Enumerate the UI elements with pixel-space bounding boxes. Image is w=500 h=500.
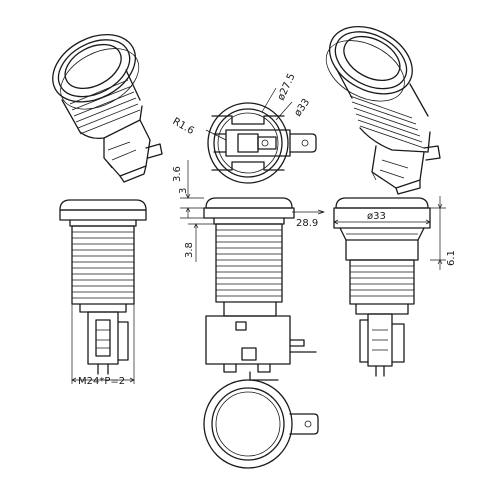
perspective-view-right bbox=[325, 25, 441, 195]
dimension-lines bbox=[71, 160, 446, 384]
side-view-center bbox=[203, 197, 317, 381]
label-height-3-8: 3.8 bbox=[184, 242, 195, 258]
label-diameter-33-side: ø33 bbox=[367, 211, 386, 222]
side-view-right bbox=[333, 197, 431, 377]
label-width-28-9: 28.9 bbox=[296, 218, 318, 229]
label-height-3: 3 bbox=[178, 188, 189, 194]
perspective-view-left bbox=[52, 33, 163, 183]
label-height-6-1: 6.1 bbox=[446, 250, 457, 266]
label-height-3-6: 3.6 bbox=[172, 166, 183, 182]
front-view bbox=[59, 199, 147, 375]
bottom-view bbox=[203, 379, 319, 469]
label-radius: R1.6 bbox=[171, 116, 196, 137]
top-view bbox=[205, 87, 317, 184]
label-diameter-33-top: ø33 bbox=[292, 97, 312, 119]
label-diameter-27-5: ø27.5 bbox=[276, 72, 298, 102]
label-thread: M24*P=2 bbox=[78, 376, 125, 387]
